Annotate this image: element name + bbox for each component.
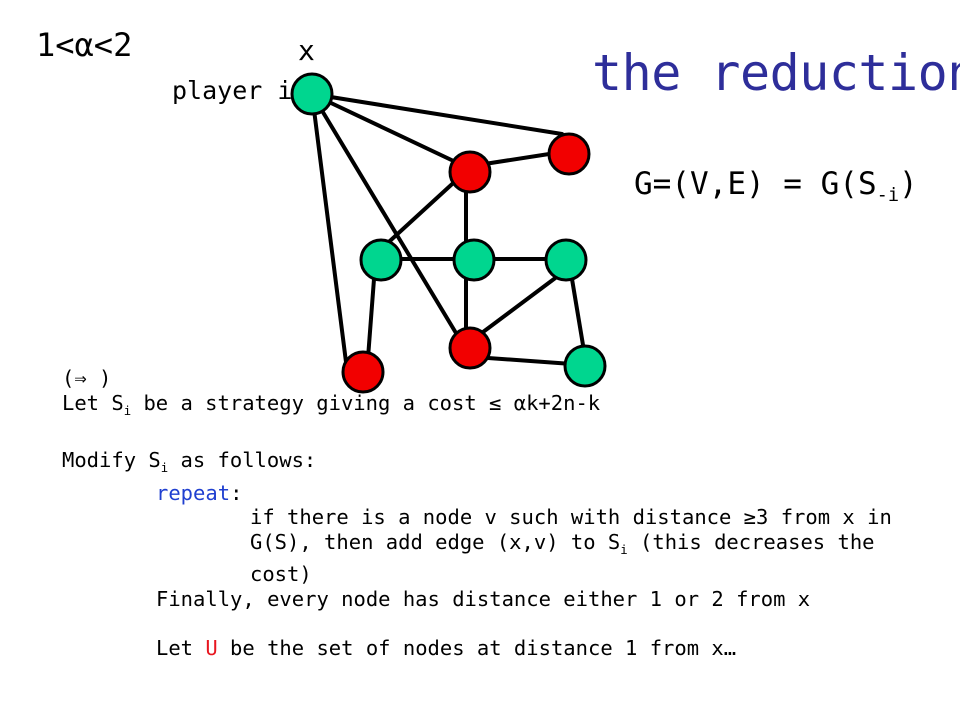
edge-x-r4 (310, 92, 348, 364)
blank-line (62, 423, 942, 448)
repeat-line: repeat: (62, 481, 942, 506)
node-x-green (290, 72, 334, 116)
blank-line-2 (62, 612, 942, 637)
modify-prefix: Modify S (62, 447, 161, 472)
graph-edges (310, 92, 585, 366)
repeat-keyword: repeat (156, 480, 231, 505)
edge-r2-g1 (378, 173, 464, 252)
let-u-rest: be the set of nodes at distance 1 from x… (217, 636, 737, 661)
graph-eq-sub: -i (876, 185, 900, 207)
graph-eq-end: ) (899, 166, 918, 202)
edge-r3-g4 (486, 356, 574, 366)
let-strategy-line: Let Si be a strategy giving a cost ≤ αk+… (62, 391, 942, 424)
node-red-top-right (547, 132, 591, 176)
graph-nodes (290, 72, 607, 394)
node-x-label: x (298, 34, 315, 67)
slide-title: the reduction (592, 44, 960, 102)
if-line-1: if there is a node v such with distance … (250, 505, 892, 530)
let-rest: be a strategy giving a cost ≤ αk+2n-k (131, 390, 601, 415)
player-label: player i (172, 76, 293, 105)
repeat-colon: : (230, 480, 243, 505)
finally-line: Finally, every node has distance either … (156, 587, 811, 612)
node-green-right (544, 238, 588, 282)
edge-g1-r4 (366, 277, 376, 360)
graph-eq-main: G=(V,E) = G(S (634, 166, 877, 202)
let-u-prefix: Let (156, 636, 206, 661)
direction-marker: (⇒ ) (62, 366, 112, 390)
if-line-2-rest: (this decreases the (627, 529, 875, 554)
modify-sub: i (160, 460, 169, 475)
node-green-left (359, 238, 403, 282)
node-green-bottom-right (563, 344, 607, 388)
let-prefix: Let S (62, 390, 124, 415)
graph-equation: G=(V,E) = G(S-i) (634, 166, 918, 206)
edge-g3-r3 (473, 271, 564, 340)
edge-x-r2 (310, 92, 464, 167)
edge-g3-g4 (570, 277, 585, 347)
node-red-lower (448, 326, 492, 370)
modify-rest: as follows: (168, 447, 317, 472)
if-line-2-sub: i (620, 542, 628, 557)
let-u-line: Let U be the set of nodes at distance 1 … (62, 636, 942, 661)
node-green-center (452, 238, 496, 282)
set-u-symbol: U (205, 636, 218, 661)
if-line-2: G(S), then add edge (x,v) to Si (this de… (62, 530, 942, 563)
node-red-upper (448, 150, 492, 194)
let-sub: i (123, 403, 132, 418)
alpha-condition: 1<α<2 (36, 26, 133, 64)
proof-text: (⇒ ) Let Si be a strategy giving a cost … (62, 366, 942, 661)
if-line-3: cost) (250, 562, 312, 587)
edge-x-r3 (310, 92, 464, 345)
if-line-2-prefix: G(S), then add edge (x,v) to S (250, 529, 621, 554)
node-red-bottom-left (341, 350, 385, 394)
modify-line: Modify Si as follows: (62, 448, 942, 481)
edge-x-r1 (310, 92, 564, 136)
